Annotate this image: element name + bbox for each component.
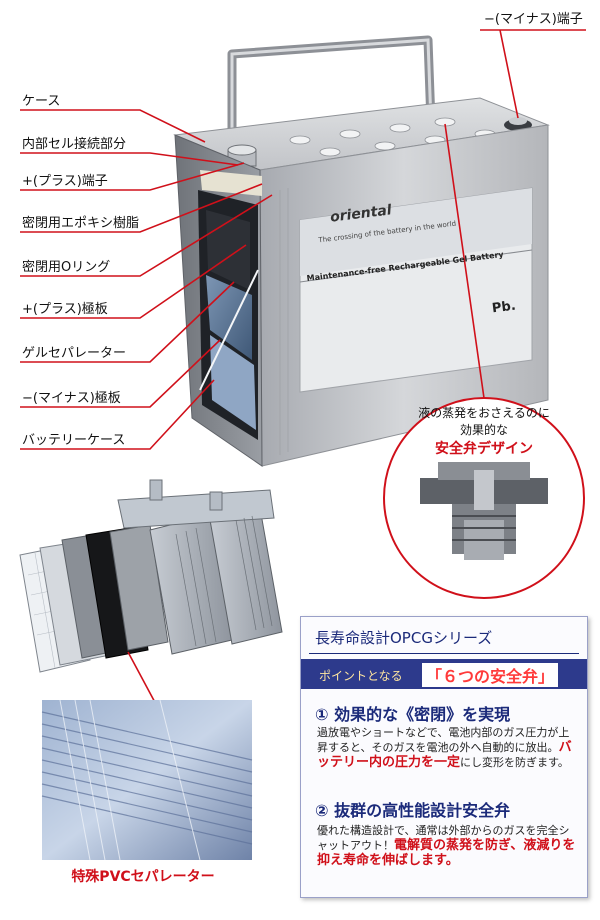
cutaway-internals <box>198 170 262 440</box>
feature2-title: ② 抜群の高性能設計安全弁 <box>315 801 511 820</box>
series-title-rule <box>309 653 579 654</box>
series-info-box: 長寿命設計OPCGシリーズ ポイントとなる 「６つの安全弁」 ① 効果的な《密閉… <box>300 616 588 898</box>
callout-o-ring: 密閉用Oリング <box>22 260 111 275</box>
feature1-body-a: 過放電やショートなどで、電池内部のガス圧力が上昇すると、そのガスを電池の外へ自動… <box>317 726 570 754</box>
callout-gel-separator: ゲルセパレーター <box>22 346 127 361</box>
valve-cross-section <box>420 462 548 560</box>
valve-caption-line2: 効果的な <box>459 423 508 437</box>
feature1-title: ① 効果的な《密閉》を実現 <box>315 705 511 724</box>
battery-pb-mark: Pb. <box>491 298 517 317</box>
callout-leaders <box>20 29 586 450</box>
valve-caption-line1: 液の蒸発をおさえるのに <box>418 406 550 420</box>
callout-plus-plate: +(プラス)極板 <box>22 302 108 317</box>
callout-plus-terminal: +(プラス)端子 <box>22 174 108 189</box>
feature2-body: 優れた構造設計で、通常は外部からのガスを完全シャットアウト！電解質の蒸発を防ぎ、… <box>317 823 579 868</box>
pvc-separator-photo <box>41 699 253 861</box>
point-highlight: 「６つの安全弁」 <box>422 663 559 687</box>
pvc-leader <box>127 651 159 709</box>
battery-label-plate <box>299 187 533 393</box>
callout-minus-terminal: −(マイナス)端子 <box>484 12 583 27</box>
feature1-body-b: にし変形を防ぎます。 <box>460 756 569 769</box>
callout-cell-connection: 内部セル接続部分 <box>22 137 127 152</box>
valve-caption-highlight: 安全弁デザイン <box>435 441 533 457</box>
feature2-body-a: 優れた構造設計で、通常は外部からのガスを完全シャットアウト！ <box>317 824 570 852</box>
battery-illustration <box>173 35 550 467</box>
callout-epoxy: 密閉用エポキシ樹脂 <box>22 216 140 231</box>
exploded-cell-view <box>19 479 283 673</box>
safety-valve-circle <box>383 397 585 599</box>
feature1-body: 過放電やショートなどで、電池内部のガス圧力が上昇すると、そのガスを電池の外へ自動… <box>317 725 579 770</box>
feature2-body-red: 電解質の蒸発を防ぎ、液減りを抑え寿命を伸ばします。 <box>317 838 576 868</box>
point-lead: ポイントとなる <box>319 669 403 683</box>
callout-minus-plate: −(マイナス)極板 <box>22 391 121 406</box>
feature1-body-red: バッテリー内の圧力を一定 <box>317 740 572 770</box>
series-title: 長寿命設計OPCGシリーズ <box>315 629 493 647</box>
minus-terminal-post <box>504 117 532 131</box>
callout-battery-case: バッテリーケース <box>22 433 126 448</box>
callout-case: ケース <box>22 94 61 109</box>
pvc-separator-label: 特殊PVCセパレーター <box>71 869 215 885</box>
